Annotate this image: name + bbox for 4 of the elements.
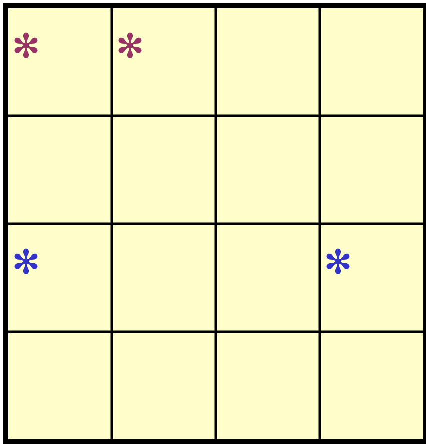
asterisk-mark: ✻ xyxy=(324,246,352,280)
asterisk-mark: ✻ xyxy=(12,246,40,280)
asterisk-mark: ✻ xyxy=(12,30,40,64)
asterisk-mark: ✻ xyxy=(116,30,144,64)
